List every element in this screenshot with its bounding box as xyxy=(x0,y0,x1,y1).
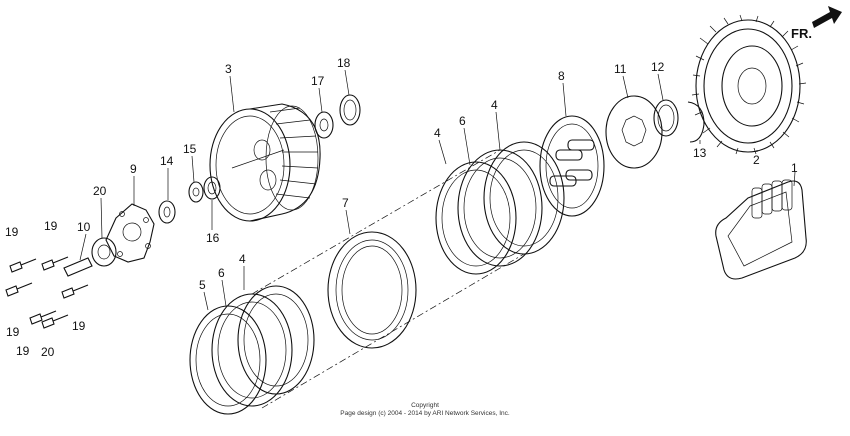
callout-part-1: 1 xyxy=(791,161,798,175)
callout-part-19-top-center: 19 xyxy=(44,219,58,233)
callout-part-8: 8 xyxy=(558,69,565,83)
assembly-guide-line-top xyxy=(251,149,501,295)
callout-part-3: 3 xyxy=(225,62,232,76)
lifter-rod-10-drawing xyxy=(63,257,93,277)
callout-part-10: 10 xyxy=(77,220,91,234)
callout-part-19-bottom: 19 xyxy=(16,344,30,358)
callout-part-11: 11 xyxy=(614,62,627,76)
callout-part-19-right: 19 xyxy=(72,319,86,333)
spring-seat-12-drawing xyxy=(653,99,679,137)
bolt-19-drawings xyxy=(5,256,89,329)
part-callouts: 1 2 3 4 4 4 5 6 6 7 8 9 10 11 12 13 14 1… xyxy=(5,56,798,359)
clutch-disc-stack-upper xyxy=(435,141,565,275)
callout-part-19-left: 19 xyxy=(6,325,20,339)
callout-part-6-upper: 6 xyxy=(459,114,466,128)
callout-part-19-top-left: 19 xyxy=(5,225,19,239)
lock-washer-15-drawing xyxy=(188,181,204,203)
callout-part-9: 9 xyxy=(130,162,137,176)
callout-part-14: 14 xyxy=(160,154,174,168)
callout-part-7: 7 xyxy=(342,196,349,210)
callout-part-4-lower: 4 xyxy=(239,252,246,266)
callout-part-2: 2 xyxy=(753,153,760,167)
lock-washer-17-drawing xyxy=(314,111,334,139)
callout-part-6-lower: 6 xyxy=(218,266,225,280)
callout-part-17: 17 xyxy=(311,74,325,88)
clutch-outer-drawing xyxy=(691,14,807,155)
clutch-center-drawing xyxy=(209,103,321,222)
lifter-plate-drawing xyxy=(105,203,155,263)
callout-part-20: 20 xyxy=(93,184,107,198)
pressure-plate-drawing xyxy=(539,115,605,217)
callout-part-19-bottom-right: 20 xyxy=(41,345,55,359)
callout-part-5: 5 xyxy=(199,278,206,292)
callout-leader-lines xyxy=(79,69,796,311)
callout-part-4-upper-right: 4 xyxy=(491,98,498,112)
judder-spring-drawing xyxy=(327,231,417,349)
copyright-line-1: Copyright xyxy=(411,402,439,409)
callout-part-18: 18 xyxy=(337,56,351,70)
bearing-14-drawing xyxy=(158,200,176,224)
copyright-line-2: Page design (c) 2004 - 2014 by ARI Netwo… xyxy=(340,410,510,417)
clutch-disc-stack-lower xyxy=(189,285,315,415)
washer-16-drawing xyxy=(203,176,221,200)
washer-18-drawing xyxy=(339,94,361,126)
callout-part-12: 12 xyxy=(651,60,665,74)
bearing-20-drawing xyxy=(91,237,117,267)
front-direction-arrow-icon xyxy=(812,6,842,28)
judder-plate-11-drawing xyxy=(605,95,663,169)
callout-part-15: 15 xyxy=(183,142,197,156)
assembly-guide-line-bottom xyxy=(261,253,525,409)
drive-chain-drawing xyxy=(715,179,807,280)
callout-part-4-upper-left: 4 xyxy=(434,126,441,140)
callout-part-16: 16 xyxy=(206,231,220,245)
circlip-13-drawing xyxy=(687,101,705,143)
front-direction-label: FR. xyxy=(791,26,812,41)
callout-part-13: 13 xyxy=(693,146,707,160)
